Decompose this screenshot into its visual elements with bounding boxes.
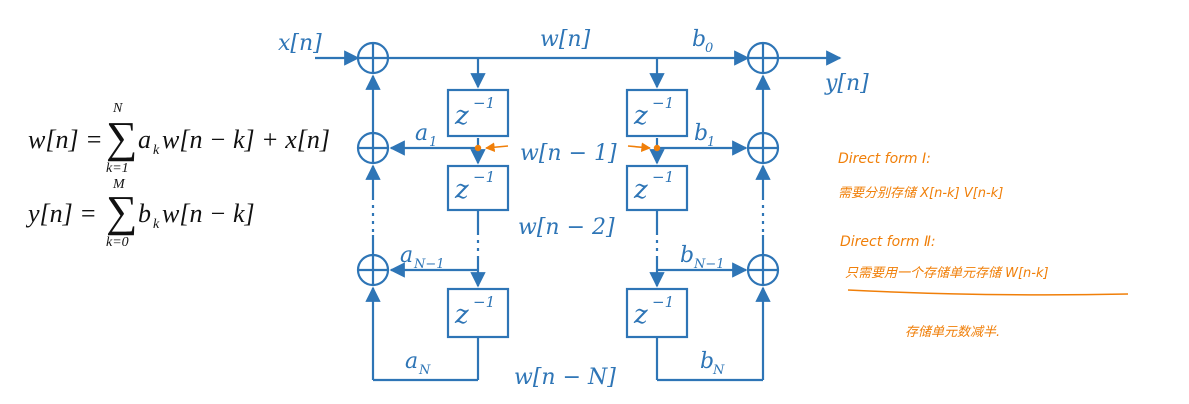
delay-box-right-n: z −1 (625, 287, 689, 339)
w-n-minus-1-label: w[n − 1] (520, 141, 617, 166)
coeff-b1: b 1 (694, 121, 715, 150)
wires (315, 50, 842, 382)
equation-y: y[n] = ∑ M k=0 b k w[n − k] (25, 177, 255, 250)
coeff-b-n-minus-1: b N−1 (680, 243, 725, 272)
adder-left-n-minus-1 (356, 253, 390, 287)
w-n-minus-2-label: w[n − 2] (518, 215, 615, 240)
highlight-dot-right (653, 144, 661, 152)
w-n-label: w[n] (540, 27, 591, 52)
highlight-dot-left (474, 144, 482, 152)
note-line-4: 只需要用一个存储单元存储 W[n-k] (845, 266, 1049, 281)
svg-text:−1: −1 (652, 293, 674, 311)
sum-sigma-icon: ∑ (106, 187, 137, 236)
equation-w: w[n] = ∑ N k=1 a k w[n − k] + x[n] (28, 101, 330, 176)
note-underline (847, 289, 1129, 296)
svg-text:1: 1 (429, 135, 437, 150)
adder-left-top (356, 41, 390, 75)
svg-text:z: z (633, 300, 648, 330)
coeff-b-n: b N (700, 349, 725, 378)
svg-text:N−1: N−1 (413, 257, 445, 272)
svg-text:−1: −1 (652, 168, 674, 186)
delay-box-left-2: z −1 (446, 164, 510, 212)
svg-text:b: b (692, 27, 706, 52)
adder-left-1 (356, 131, 390, 165)
adder-right-top (746, 41, 780, 75)
svg-text:−1: −1 (652, 94, 674, 112)
svg-text:1: 1 (707, 135, 715, 150)
svg-text:b: b (680, 243, 694, 268)
svg-text:0: 0 (705, 41, 713, 56)
eq2-term: b (138, 199, 151, 228)
orange-arrow-left-icon (485, 142, 509, 152)
w-n-minus-n-label: w[n − N] (514, 365, 616, 390)
eq1-rhs: w[n − k] + x[n] (162, 125, 330, 154)
note-line-3: Direct form Ⅱ: (840, 234, 936, 250)
delay-box-right-2: z −1 (625, 164, 689, 212)
svg-text:−1: −1 (473, 94, 495, 112)
pointer-arrows (474, 142, 661, 152)
svg-text:b: b (700, 349, 714, 374)
eq1-term: a (138, 125, 151, 154)
svg-text:a: a (405, 349, 418, 374)
svg-text:z: z (633, 101, 648, 131)
eq2-lhs: y[n] = (25, 199, 97, 228)
note-line-1: Direct form I: (838, 151, 931, 167)
coeff-b0: b 0 (692, 27, 713, 56)
delay-box-left-n: z −1 (446, 287, 510, 339)
eq2-rhs: w[n − k] (162, 199, 255, 228)
svg-text:−1: −1 (473, 293, 495, 311)
eq2-sum-lower: k=0 (106, 235, 129, 250)
svg-text:−1: −1 (473, 168, 495, 186)
delay-box-left-1: z −1 (446, 88, 510, 138)
note-line-5: 存储单元数减半. (905, 325, 1000, 340)
output-label: y[n] (824, 71, 869, 96)
svg-text:z: z (454, 101, 469, 131)
sum-sigma-icon: ∑ (106, 113, 137, 162)
svg-text:N−1: N−1 (693, 257, 725, 272)
orange-arrow-right-icon (627, 142, 651, 152)
eq1-sum-lower: k=1 (106, 161, 129, 176)
svg-text:z: z (454, 175, 469, 205)
svg-text:z: z (633, 175, 648, 205)
svg-text:a: a (415, 121, 428, 146)
coeff-a1: a 1 (415, 121, 437, 150)
eq1-lhs: w[n] = (28, 125, 103, 154)
svg-text:a: a (400, 243, 413, 268)
eq2-term-sub: k (153, 217, 160, 232)
delay-box-right-1: z −1 (625, 88, 689, 138)
coeff-a-n: a N (405, 349, 431, 378)
svg-text:N: N (712, 363, 725, 378)
svg-text:z: z (454, 300, 469, 330)
adder-right-n-minus-1 (746, 253, 780, 287)
svg-text:N: N (418, 363, 431, 378)
svg-text:b: b (694, 121, 708, 146)
note-line-2: 需要分别存储 X[n-k] V[n-k] (838, 186, 1003, 201)
eq2-sum-upper: M (112, 177, 126, 192)
adder-right-1 (746, 131, 780, 165)
handwritten-notes: Direct form I: 需要分别存储 X[n-k] V[n-k] Dire… (838, 151, 1129, 340)
input-label: x[n] (278, 31, 322, 56)
eq1-sum-upper: N (112, 101, 123, 116)
eq1-term-sub: k (153, 143, 160, 158)
coeff-a-n-minus-1: a N−1 (400, 243, 445, 272)
